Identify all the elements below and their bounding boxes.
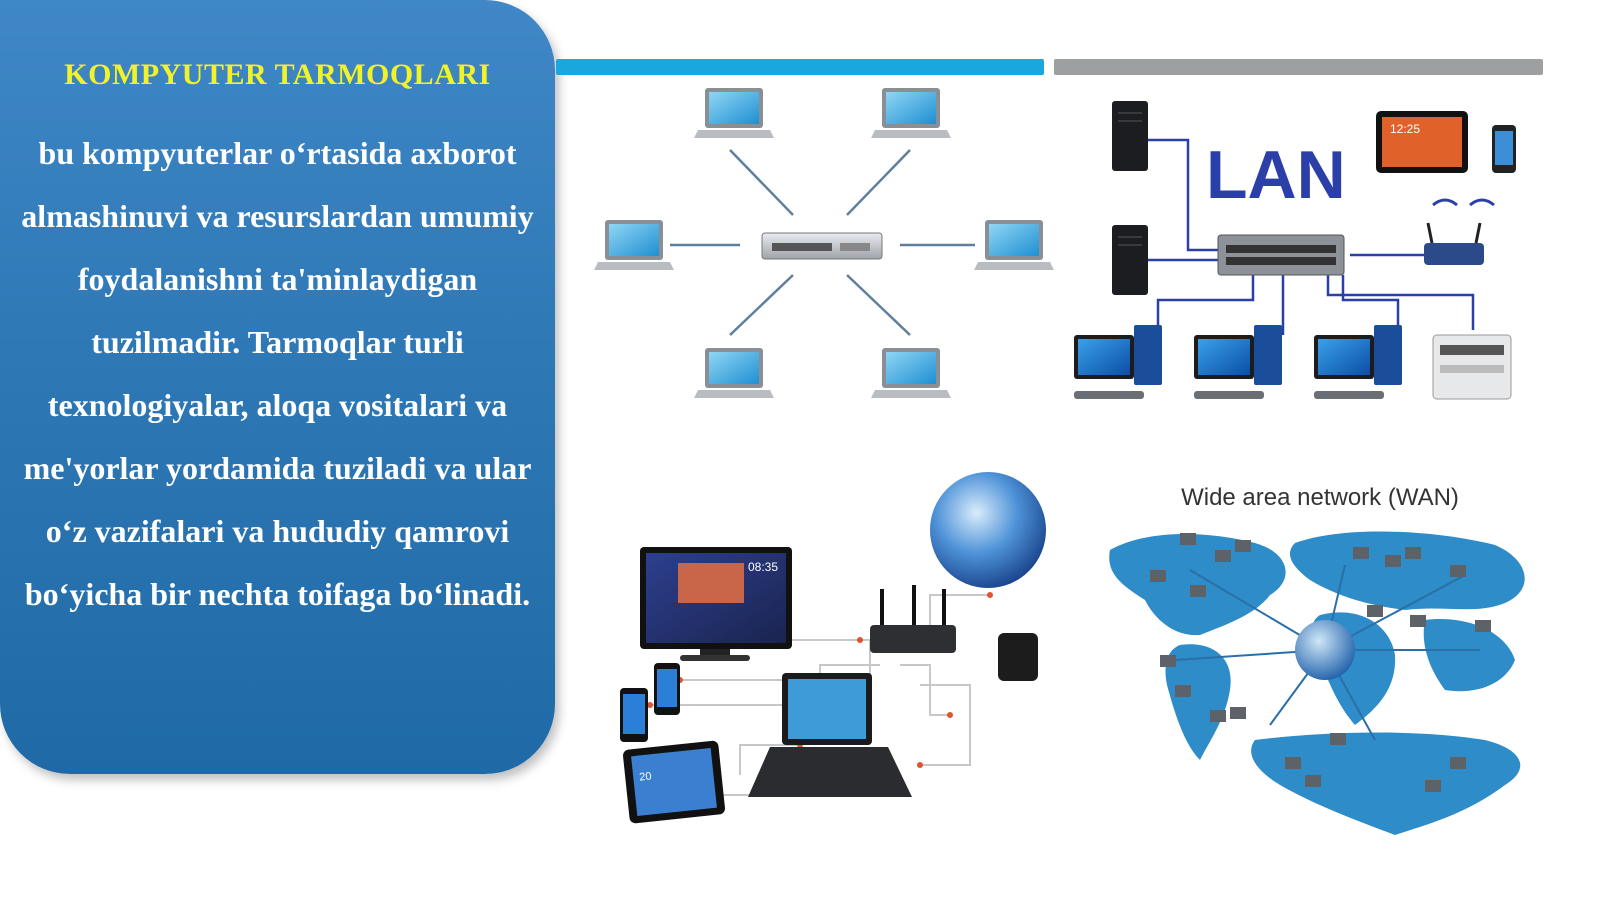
laptop-icon [974,220,1054,270]
lan-label: LAN [1206,137,1346,213]
info-panel: KOMPYUTER TARMOQLARI bu kompyuterlar o‘r… [0,0,555,774]
router-icon [1424,198,1495,265]
desktop-icon [1194,325,1282,399]
switch-icon [761,232,883,260]
tablet-time: 20 [639,770,652,783]
lan-illustration: LAN 12:25 [1074,101,1516,400]
server-icon [1112,101,1148,171]
star-topology-illustration [594,88,1054,398]
globe-icon [930,472,1046,588]
tv-icon: 08:35 [640,547,792,661]
router-icon [870,585,956,653]
tablet-icon: 12:25 [1376,111,1468,173]
tablet-icon: 20 [622,740,726,824]
smartphone-icon [654,663,680,715]
laptop-icon [594,220,674,270]
panel-body-text: bu kompyuterlar o‘rtasida axborot almash… [21,135,534,612]
laptop-icon [871,348,951,398]
laptop-icon [871,88,951,138]
home-network-illustration: 08:35 20 [620,472,1046,824]
accent-bar-gray [1054,59,1543,75]
wan-caption: Wide area network (WAN) [1181,484,1459,511]
accent-bar-blue [556,59,1044,75]
lan-tablet-time: 12:25 [1390,122,1420,136]
tv-time: 08:35 [748,560,778,574]
printer-icon [1432,334,1512,400]
switch-icon [1217,234,1345,276]
laptop-icon [748,673,912,797]
server-icon [1112,225,1148,295]
desktop-icon [1314,325,1402,399]
panel-title: KOMPYUTER TARMOQLARI [64,58,491,91]
desktop-icon [1074,325,1162,399]
globe-icon [1295,620,1355,680]
smartphone-icon [620,688,648,742]
laptop-icon [694,348,774,398]
hard-drive-icon [998,633,1038,681]
wan-map-illustration [1109,531,1525,835]
laptop-icon [694,88,774,138]
smartphone-icon [1492,125,1516,173]
